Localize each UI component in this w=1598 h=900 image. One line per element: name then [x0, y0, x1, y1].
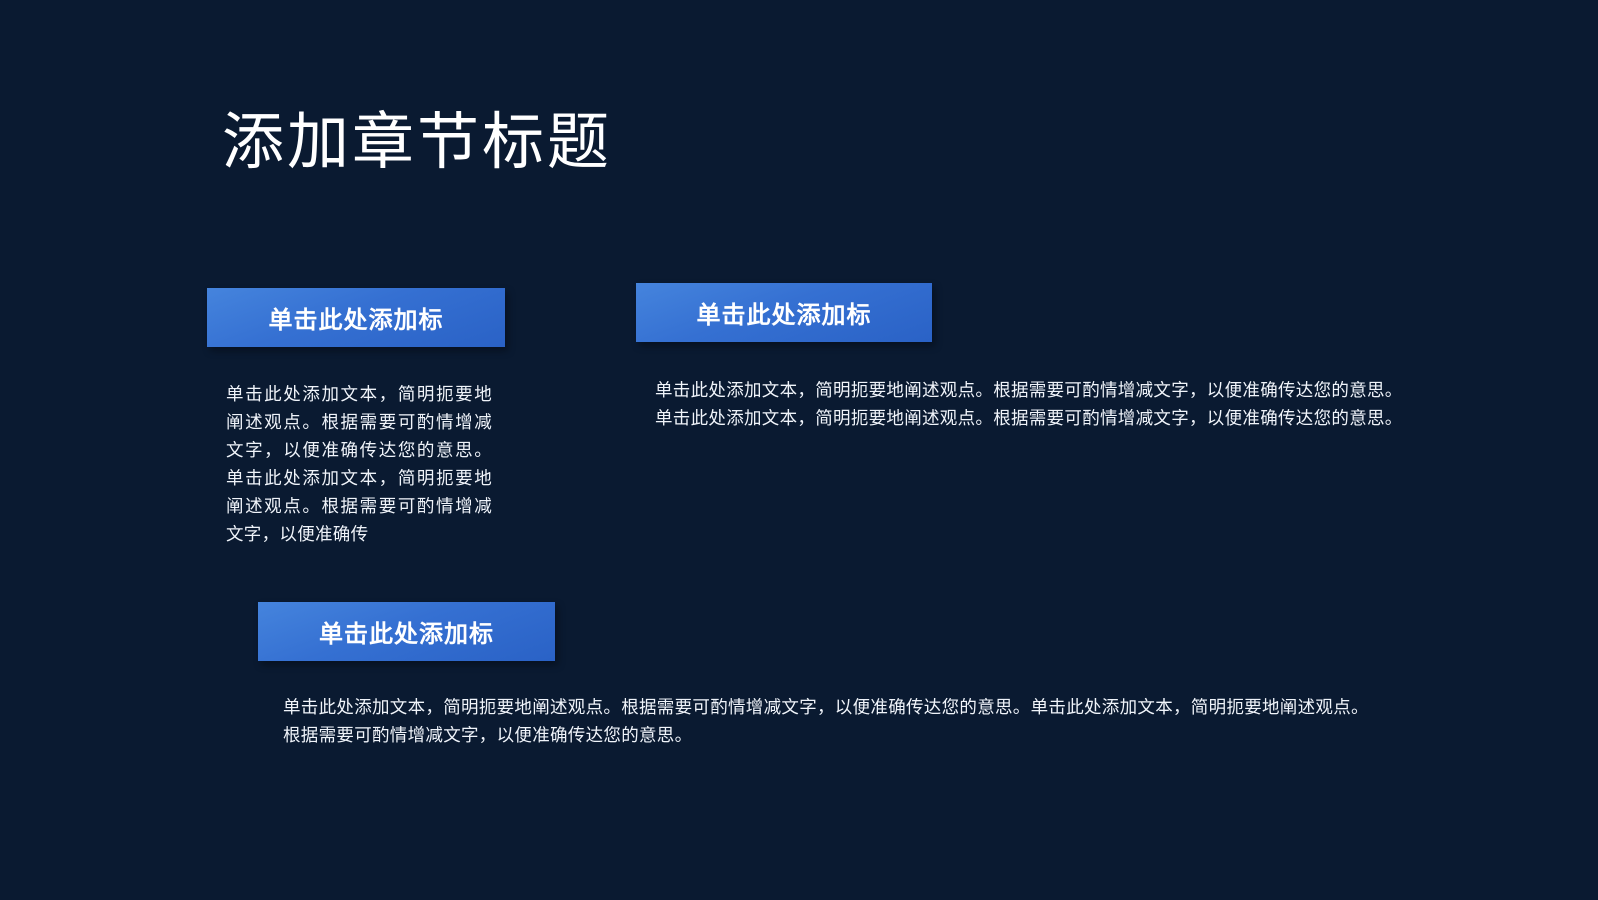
card2-body-text-placeholder[interactable]: 单击此处添加文本，简明扼要地阐述观点。根据需要可酌情增减文字，以便准确传达您的意… [655, 380, 1403, 428]
section-title[interactable]: 添加章节标题 [222, 108, 613, 177]
card1-body-text-placeholder[interactable]: 单击此处添加文本，简明扼要地阐述观点。根据需要可酌情增减文字，以便准确传达您的意… [226, 384, 492, 544]
card3-title-placeholder-button[interactable]: 单击此处添加标 [258, 602, 555, 661]
card2-title-placeholder-button[interactable]: 单击此处添加标 [636, 283, 932, 342]
card3-body-text-placeholder[interactable]: 单击此处添加文本，简明扼要地阐述观点。根据需要可酌情增减文字，以便准确传达您的意… [283, 697, 1369, 745]
card1-title-placeholder-button[interactable]: 单击此处添加标 [207, 288, 505, 347]
